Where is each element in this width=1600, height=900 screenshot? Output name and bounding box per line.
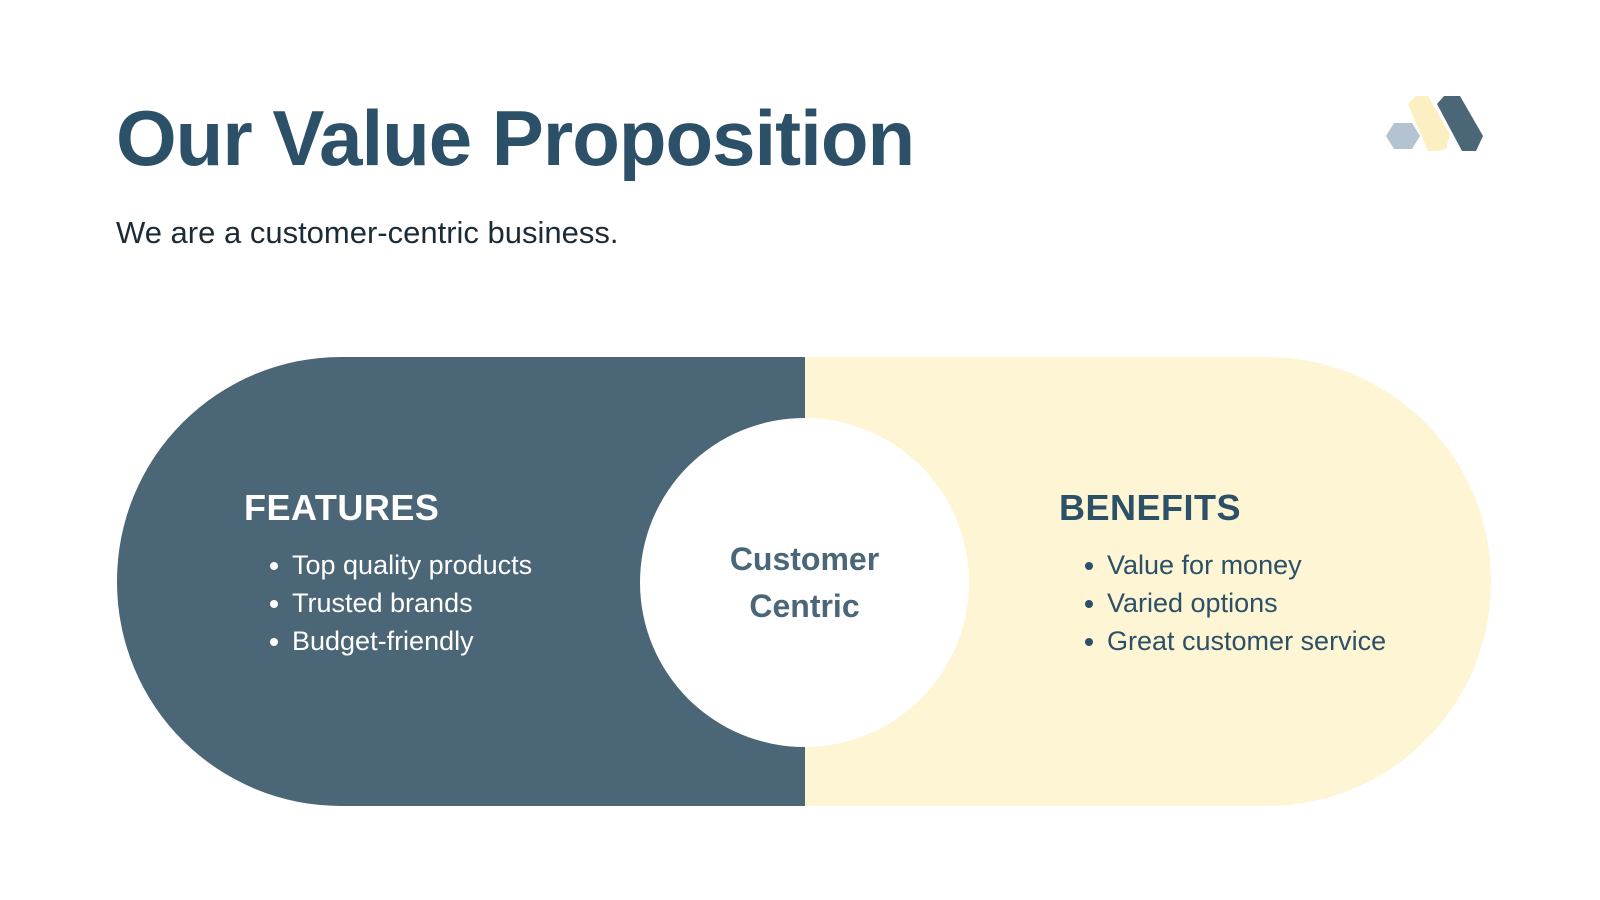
features-panel: FEATURES Top quality products Trusted br… <box>244 487 532 660</box>
logo-dark-shape <box>1437 96 1483 151</box>
center-label: Customer Centric <box>729 541 880 624</box>
features-list-item: Top quality products <box>270 546 532 584</box>
benefits-list-item: Varied options <box>1085 584 1386 622</box>
benefits-heading: BENEFITS <box>1059 487 1242 528</box>
features-list-item: Budget-friendly <box>270 622 532 660</box>
benefits-panel: BENEFITS Value for money Varied options … <box>1059 487 1386 660</box>
logo-small-hexagon <box>1386 123 1420 149</box>
hexagon-cluster-logo-icon <box>1386 96 1483 151</box>
center-circle: Customer Centric <box>640 418 969 747</box>
page-subtitle: We are a customer-centric business. <box>116 215 619 250</box>
features-list-item: Trusted brands <box>270 584 532 622</box>
features-heading: FEATURES <box>244 487 440 528</box>
page-title: Our Value Proposition <box>116 94 915 182</box>
benefits-list-item: Value for money <box>1085 546 1386 584</box>
logo-yellow-shape <box>1408 96 1450 151</box>
features-list: Top quality products Trusted brands Budg… <box>244 546 532 660</box>
benefits-list: Value for money Varied options Great cus… <box>1059 546 1386 660</box>
benefits-list-item: Great customer service <box>1085 622 1386 660</box>
